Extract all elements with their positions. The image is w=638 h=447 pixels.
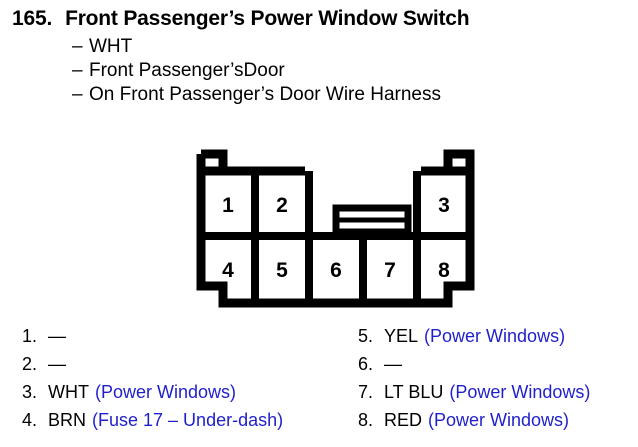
list-item: 4. BRN (Fuse 17 – Under-dash) bbox=[22, 406, 283, 434]
pin-note: (Power Windows) bbox=[424, 326, 566, 346]
list-item: – On Front Passenger’s Door Wire Harness bbox=[72, 83, 626, 107]
pin-wire: — bbox=[48, 326, 66, 346]
list-item: 3. WHT (Power Windows) bbox=[22, 378, 283, 406]
connector-svg: 1 2 3 4 5 6 7 8 bbox=[196, 149, 475, 308]
page-title: 165. Front Passenger’s Power Window Swit… bbox=[12, 6, 626, 32]
pin-label-4: 4 bbox=[222, 259, 234, 282]
pin-wire: WHT bbox=[48, 382, 89, 402]
pin-label-5: 5 bbox=[276, 259, 288, 282]
pin-index: 6. bbox=[358, 354, 374, 374]
list-item: – WHT bbox=[72, 35, 626, 59]
pin-label-6: 6 bbox=[330, 259, 342, 282]
pin-wire: — bbox=[48, 354, 66, 374]
pin-index: 8. bbox=[358, 410, 374, 430]
pin-wire: — bbox=[384, 354, 402, 374]
pin-label-7: 7 bbox=[384, 259, 396, 282]
pin-index: 1. bbox=[22, 326, 38, 346]
pin-wire: RED bbox=[384, 410, 423, 430]
list-item: – Front Passenger’sDoor bbox=[72, 59, 626, 83]
list-item: 2. — bbox=[22, 350, 283, 378]
bullet-dash-icon: – bbox=[72, 84, 83, 105]
pin-index: 2. bbox=[22, 354, 38, 374]
pin-wire: LT BLU bbox=[384, 382, 444, 402]
pin-legend-column-left: 1. — 2. — 3. WHT (Power Windows) 4. BRN … bbox=[22, 322, 283, 434]
pin-label-2: 2 bbox=[276, 194, 288, 217]
list-item: 8. RED (Power Windows) bbox=[358, 406, 590, 434]
pin-label-8: 8 bbox=[438, 259, 450, 282]
pin-wire: BRN bbox=[48, 410, 87, 430]
bullet-dash-icon: – bbox=[72, 36, 83, 57]
connector-diagram: 1 2 3 4 5 6 7 8 bbox=[193, 146, 478, 316]
pin-note: (Fuse 17 – Under-dash) bbox=[92, 410, 284, 430]
pin-label-1: 1 bbox=[222, 194, 234, 217]
pin-index: 7. bbox=[358, 382, 374, 402]
bullet-text: WHT bbox=[89, 36, 133, 57]
pin-index: 5. bbox=[358, 326, 374, 346]
pin-legend: 1. — 2. — 3. WHT (Power Windows) 4. BRN … bbox=[0, 322, 638, 447]
pin-index: 4. bbox=[22, 410, 38, 430]
list-item: 5. YEL (Power Windows) bbox=[358, 322, 590, 350]
header-block: 165. Front Passenger’s Power Window Swit… bbox=[12, 6, 626, 107]
list-item: 6. — bbox=[358, 350, 590, 378]
pin-wire: YEL bbox=[384, 326, 419, 346]
list-item: 7. LT BLU (Power Windows) bbox=[358, 378, 590, 406]
pin-note: (Power Windows) bbox=[428, 410, 570, 430]
bullet-text: On Front Passenger’s Door Wire Harness bbox=[89, 84, 441, 105]
header-bullet-list: – WHT – Front Passenger’sDoor – On Front… bbox=[12, 35, 626, 107]
bullet-text: Front Passenger’sDoor bbox=[89, 60, 285, 81]
item-number: 165. bbox=[12, 7, 53, 30]
list-item: 1. — bbox=[22, 322, 283, 350]
item-title: Front Passenger’s Power Window Switch bbox=[65, 7, 470, 30]
pin-legend-column-right: 5. YEL (Power Windows) 6. — 7. LT BLU (P… bbox=[358, 322, 590, 434]
bullet-dash-icon: – bbox=[72, 60, 83, 81]
pin-note: (Power Windows) bbox=[94, 382, 237, 402]
pin-index: 3. bbox=[22, 382, 38, 402]
pin-note: (Power Windows) bbox=[449, 382, 591, 402]
pin-label-3: 3 bbox=[438, 194, 450, 217]
